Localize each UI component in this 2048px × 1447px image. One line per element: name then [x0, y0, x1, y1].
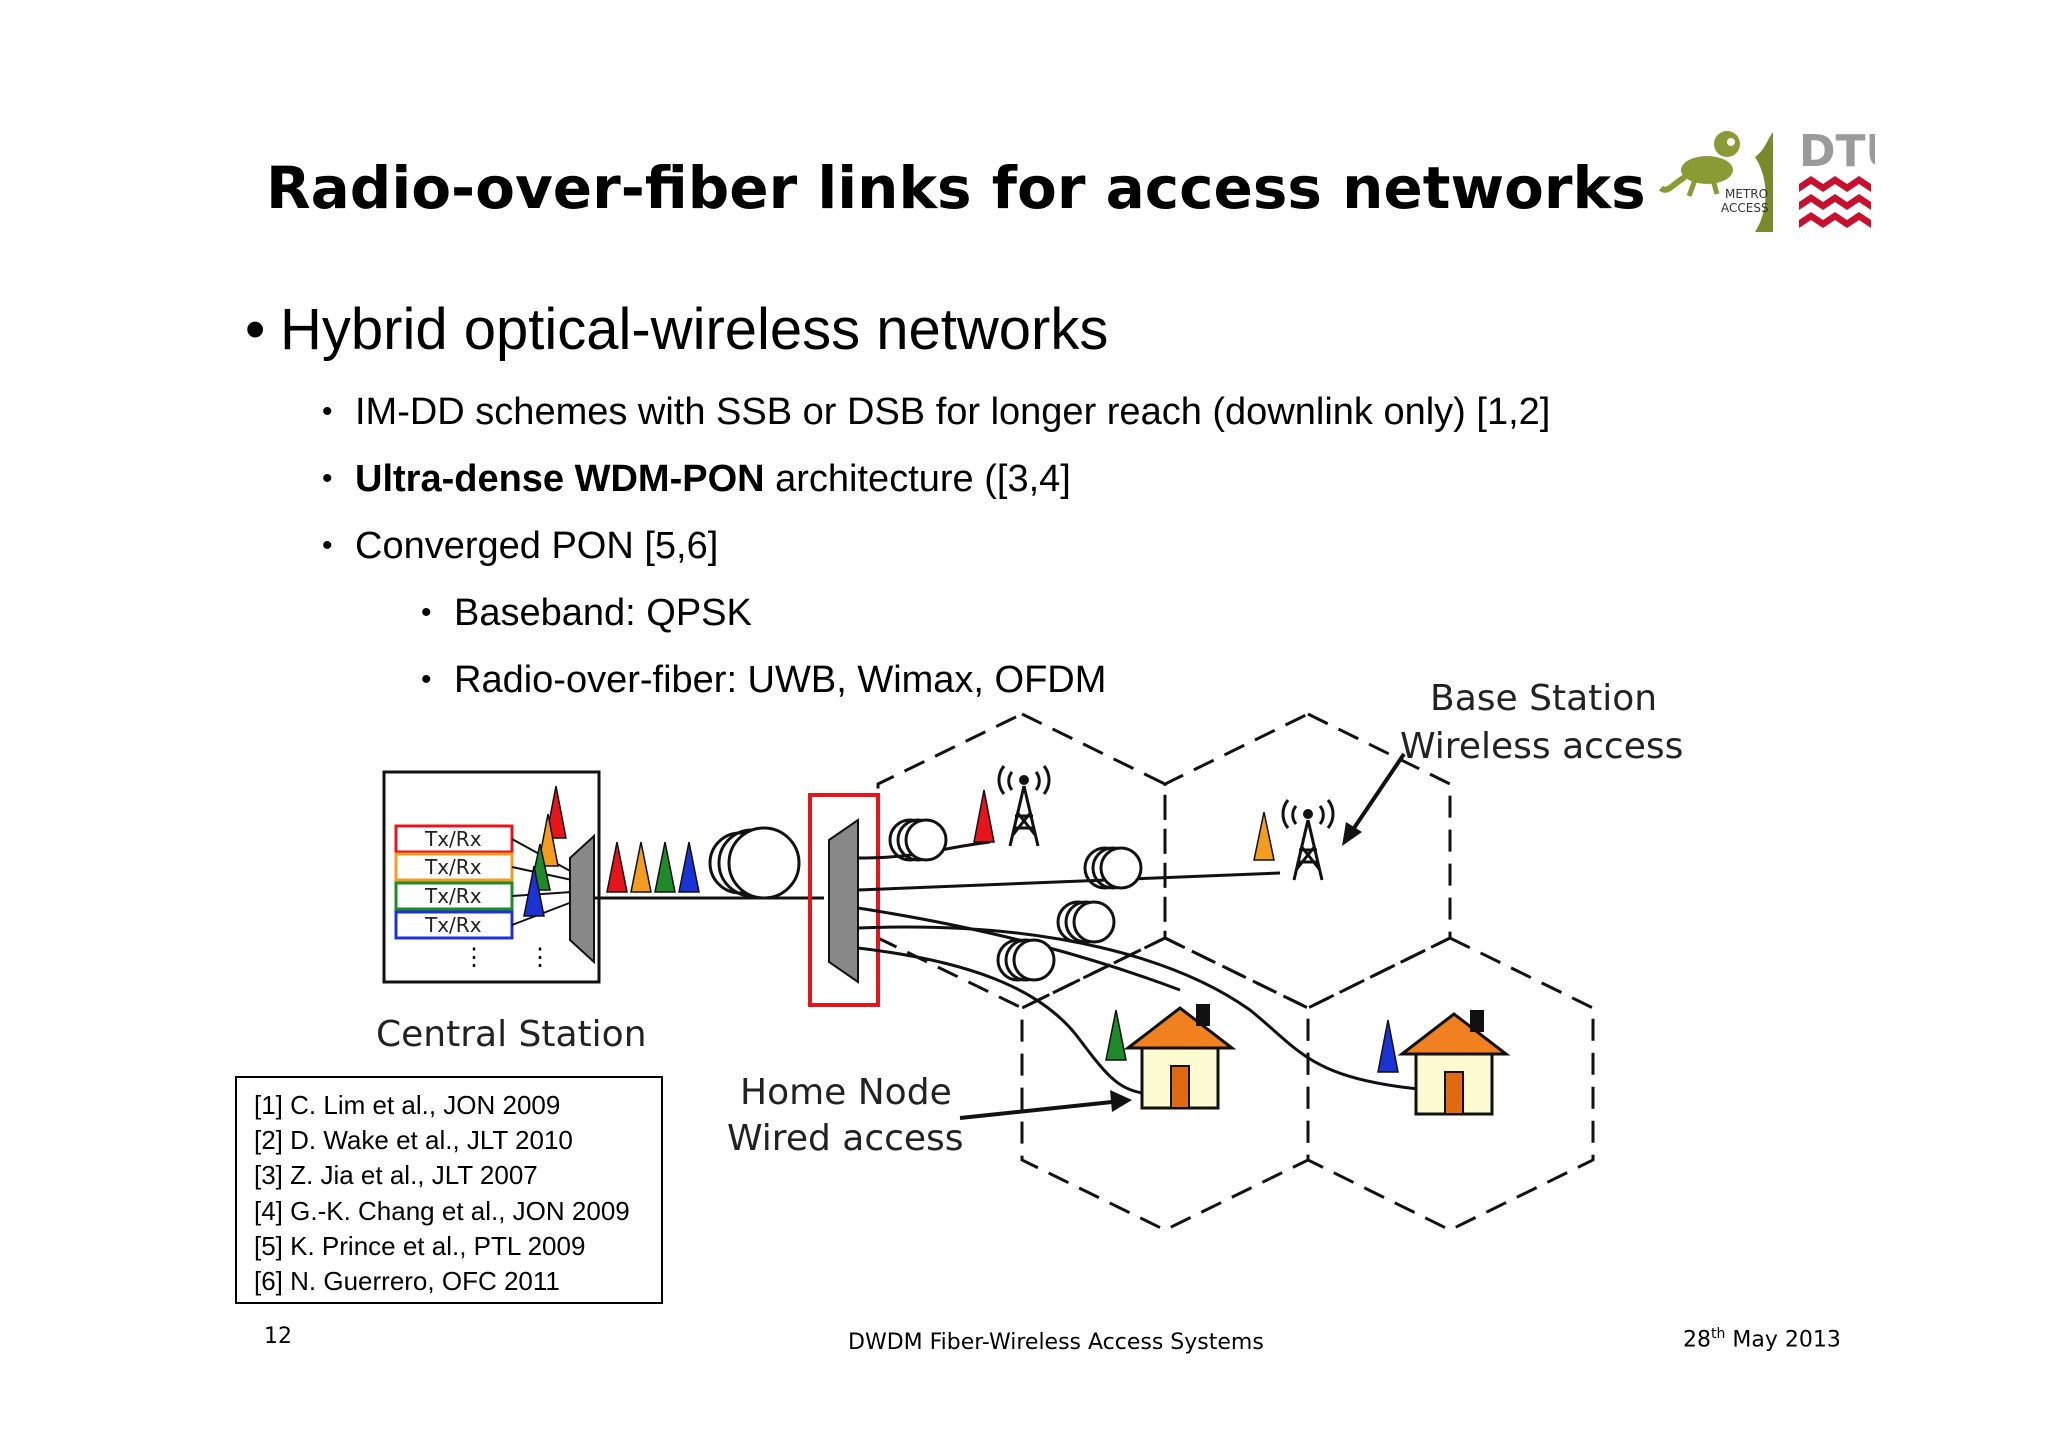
- reference-5: [5] K. Prince et al., PTL 2009: [254, 1230, 586, 1261]
- bullet-3a-text: Baseband: QPSK: [454, 592, 752, 634]
- vertical-ellipsis-2: ⋮: [528, 944, 552, 971]
- home-node-label: Home Node: [740, 1072, 952, 1113]
- page-number: 12: [264, 1324, 292, 1349]
- coil-3: [1056, 900, 1116, 944]
- cell-hexagons: [876, 712, 1595, 1232]
- reference-4: [4] G.-K. Chang et al., JON 2009: [254, 1195, 630, 1226]
- access-text: ACCESS: [1721, 201, 1769, 215]
- txrx-label-3: Tx/Rx: [424, 884, 482, 908]
- base-station-arrow: [1348, 752, 1406, 836]
- txrx-label-4: Tx/Rx: [424, 913, 482, 937]
- footer-title: DWDM Fiber-Wireless Access Systems: [848, 1330, 1264, 1355]
- logo-group: METRO ACCESS DTU: [1658, 126, 1875, 232]
- reference-2: [2] D. Wake et al., JLT 2010: [254, 1125, 573, 1156]
- bullet-1-text: IM-DD schemes with SSB or DSB for longer…: [355, 391, 1551, 433]
- metro-access-logo: METRO ACCESS: [1658, 131, 1773, 232]
- reference-3: [3] Z. Jia et al., JLT 2007: [254, 1160, 538, 1191]
- hexagon-cell-2: [1163, 712, 1452, 1010]
- date-day: 28: [1683, 1327, 1711, 1353]
- antenna-green: [1105, 1009, 1127, 1061]
- remote-node-box: [808, 793, 880, 1007]
- tower-1: [997, 764, 1051, 848]
- coil-1: [888, 818, 948, 862]
- txrx-label-2: Tx/Rx: [424, 855, 482, 879]
- bullet-3-text: Converged PON [5,6]: [355, 525, 719, 567]
- date-rest: May 2013: [1725, 1327, 1841, 1353]
- remote-node-awg: [828, 818, 859, 984]
- metro-text: METRO: [1725, 187, 1768, 201]
- bullet-2-rest: architecture ([3,4]: [764, 458, 1071, 500]
- wireless-access-label: Wireless access: [1400, 726, 1683, 767]
- footer-date: 28th May 2013: [1683, 1326, 1841, 1352]
- bullet-3b-text: Radio-over-fiber: UWB, Wimax, OFDM: [454, 659, 1107, 701]
- dtu-text: DTU: [1799, 126, 1875, 177]
- reference-6: [6] N. Guerrero, OFC 2011: [254, 1266, 560, 1297]
- references-box: [1] C. Lim et al., JON 2009 [2] D. Wake …: [235, 1076, 663, 1304]
- txrx-label-1: Tx/Rx: [424, 827, 482, 851]
- antenna-blue: [1377, 1019, 1399, 1073]
- bullet-2-bold: Ultra-dense WDM-PON: [355, 458, 765, 500]
- mux-central: [569, 833, 595, 965]
- txrx-stack: Tx/Rx Tx/Rx Tx/Rx Tx/Rx ⋮ ⋮: [394, 824, 573, 971]
- antenna-orange: [1253, 811, 1275, 861]
- fiber-spool: [708, 826, 801, 900]
- slide-title: Radio-over-fiber links for access networ…: [266, 154, 1646, 222]
- tower-2: [1281, 798, 1335, 882]
- dtu-logo: DTU: [1799, 126, 1875, 228]
- date-sup: th: [1711, 1326, 1726, 1342]
- hexagon-cell-1: [876, 712, 1167, 1010]
- vertical-ellipsis: ⋮: [462, 944, 486, 971]
- base-station-label: Base Station: [1430, 678, 1657, 719]
- house-1: [1126, 1002, 1234, 1110]
- bullet-main-text: Hybrid optical-wireless networks: [280, 297, 1109, 362]
- wavelength-comb: [606, 841, 700, 893]
- antenna-red: [973, 789, 995, 843]
- wired-access-label: Wired access: [727, 1118, 964, 1159]
- central-station-label: Central Station: [376, 1014, 647, 1055]
- house-2: [1400, 1008, 1508, 1116]
- coil-4: [996, 938, 1056, 982]
- home-node-arrow: [959, 1100, 1113, 1120]
- reference-1: [1] C. Lim et al., JON 2009: [254, 1090, 561, 1120]
